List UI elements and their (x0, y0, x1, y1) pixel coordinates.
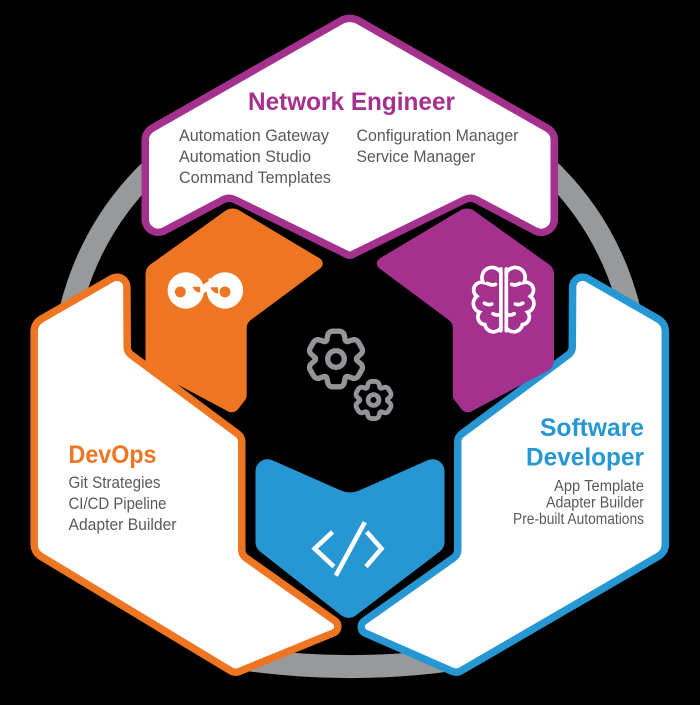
svg-text:Adapter Builder: Adapter Builder (69, 515, 177, 534)
svg-text:Network Engineer: Network Engineer (248, 88, 455, 116)
svg-text:Git Strategies: Git Strategies (69, 473, 161, 492)
svg-text:Software: Software (540, 414, 644, 442)
svg-text:Pre-built Automations: Pre-built Automations (513, 511, 644, 528)
svg-text:CI/CD Pipeline: CI/CD Pipeline (69, 494, 167, 513)
svg-text:Developer: Developer (526, 444, 644, 472)
svg-text:Configuration Manager: Configuration Manager (357, 126, 519, 145)
svg-text:Service Manager: Service Manager (357, 147, 476, 166)
svg-text:App Template: App Template (554, 478, 644, 495)
svg-text:DevOps: DevOps (69, 441, 157, 469)
svg-text:Automation Gateway: Automation Gateway (179, 126, 329, 145)
svg-text:Command Templates: Command Templates (179, 168, 331, 187)
svg-text:Automation Studio: Automation Studio (179, 147, 311, 166)
svg-text:Adapter Builder: Adapter Builder (546, 495, 644, 512)
